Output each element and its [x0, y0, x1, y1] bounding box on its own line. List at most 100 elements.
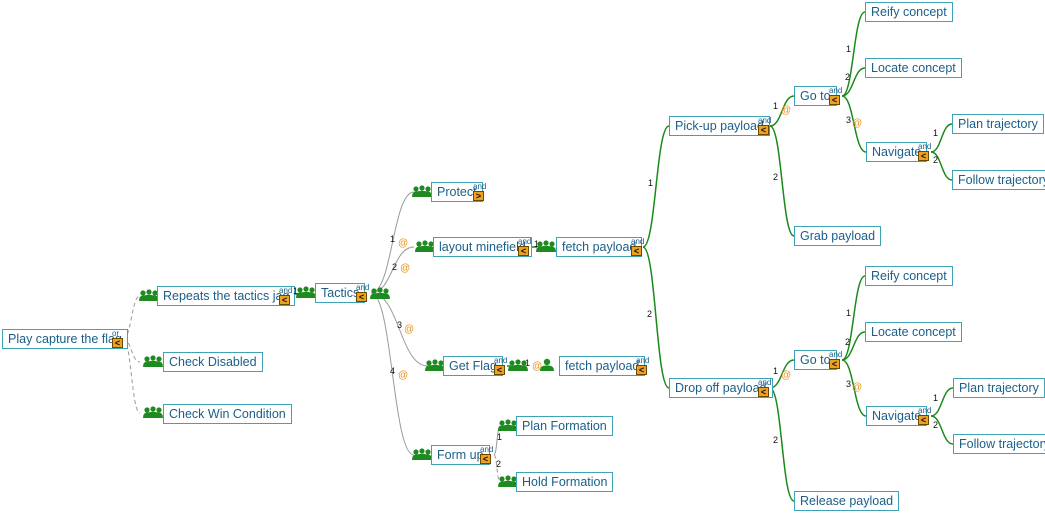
edge-order-label: 1 [846, 44, 852, 54]
edge-formup-hold [493, 454, 501, 483]
node-pick-up-payload[interactable]: Pick-up payload [669, 116, 770, 136]
collapse-toggle-icon[interactable]: < [112, 338, 123, 348]
edge-order-label: 3 [397, 320, 403, 330]
edge-goto1-locate [841, 67, 866, 97]
people-group-icon [412, 448, 432, 460]
edge-order-label: 3 [846, 379, 852, 389]
node-plan-formation[interactable]: Plan Formation [516, 416, 613, 436]
collapse-toggle-icon[interactable]: < [758, 387, 769, 397]
people-group-icon [139, 289, 159, 301]
node-locate-concept-1[interactable]: Locate concept [865, 58, 962, 78]
people-group-icon [498, 475, 518, 487]
op-label: and [758, 378, 772, 387]
edge-order-label: 2 [392, 262, 398, 272]
collapse-toggle-icon[interactable]: < [918, 151, 929, 161]
edge-tactics-protect [370, 191, 415, 294]
edge-tactics-formup [370, 292, 415, 456]
node-grab-payload[interactable]: Grab payload [794, 226, 882, 246]
node-locate-concept-2[interactable]: Locate concept [865, 322, 962, 342]
node-play-capture-the-flag[interactable]: Play capture the flag [2, 329, 128, 349]
collapse-toggle-icon[interactable]: < [918, 415, 929, 425]
collapse-toggle-icon[interactable]: < [356, 292, 367, 302]
collapse-toggle-icon[interactable]: < [829, 359, 840, 369]
op-label: and [829, 350, 843, 359]
edge-order-label: 1 [773, 366, 779, 376]
node-go-to-1[interactable]: Go to [794, 86, 837, 106]
op-label: and [356, 283, 370, 292]
people-group-icon [370, 287, 390, 299]
edge-order-label: 1 [293, 286, 299, 296]
node-form-up[interactable]: Form up [431, 445, 490, 465]
person-icon [540, 358, 554, 371]
node-fetch-payload-2[interactable]: fetch payload [559, 356, 646, 376]
marker-at-sign: @ [398, 370, 409, 381]
node-layout-minefield[interactable]: layout minefield [433, 237, 532, 257]
node-repeats-tactics-jag[interactable]: Repeats the tactics jag [157, 286, 296, 306]
edge-order-label: 2 [933, 420, 939, 430]
collapse-toggle-icon[interactable]: > [473, 191, 484, 201]
people-group-icon [508, 359, 528, 371]
edge-order-label: 2 [845, 337, 851, 347]
marker-at-sign: @ [400, 263, 411, 274]
marker-at-sign: @ [781, 370, 792, 381]
node-plan-trajectory-1[interactable]: Plan trajectory [952, 114, 1044, 134]
edge-goto2-reify [841, 275, 866, 361]
edge-order-label: 2 [845, 72, 851, 82]
node-release-payload[interactable]: Release payload [794, 491, 900, 511]
node-reify-concept-1[interactable]: Reify concept [865, 2, 953, 22]
people-group-icon [296, 286, 316, 298]
edge-order-label: 1 [648, 178, 654, 188]
edge-tactics-layout [370, 246, 415, 294]
collapse-toggle-icon[interactable]: < [758, 125, 769, 135]
op-label: and [631, 237, 645, 246]
edge-nav1-plan [930, 123, 953, 153]
collapse-toggle-icon[interactable]: < [494, 365, 505, 375]
edge-order-label: 4 [390, 366, 396, 376]
node-get-flag[interactable]: Get Flag [443, 356, 503, 376]
collapse-toggle-icon[interactable]: < [829, 95, 840, 105]
edge-pickup-goto [769, 95, 795, 127]
node-check-win-condition[interactable]: Check Win Condition [163, 404, 292, 424]
node-navigate-2[interactable]: Navigate [866, 406, 928, 426]
people-group-icon [498, 419, 518, 431]
marker-at-sign: @ [781, 105, 792, 116]
marker-at-sign: @ [404, 324, 415, 335]
node-check-disabled[interactable]: Check Disabled [163, 352, 263, 372]
op-label: and [918, 142, 932, 151]
people-group-icon [415, 240, 435, 252]
node-navigate-1[interactable]: Navigate [866, 142, 928, 162]
collapse-toggle-icon[interactable]: < [631, 246, 642, 256]
edge-goto1-reify [841, 11, 866, 97]
collapse-toggle-icon[interactable]: < [636, 365, 647, 375]
node-fetch-payload-1[interactable]: fetch payload [556, 237, 643, 257]
op-label: and [829, 86, 843, 95]
people-group-icon [143, 406, 163, 418]
people-group-icon [425, 359, 445, 371]
edge-goto2-locate [841, 331, 866, 361]
node-follow-trajectory-2[interactable]: Follow trajectory [953, 434, 1045, 454]
edge-nav2-plan [930, 387, 954, 417]
edge-order-label: 1 [534, 239, 540, 249]
edge-order-label: 2 [773, 435, 779, 445]
node-hold-formation[interactable]: Hold Formation [516, 472, 614, 492]
edge-pickup-grab [769, 125, 795, 237]
collapse-toggle-icon[interactable]: < [279, 295, 290, 305]
edge-goto1-navigate [841, 95, 867, 153]
people-group-icon [143, 355, 163, 367]
edge-order-label: 2 [933, 155, 939, 165]
marker-at-sign: @ [398, 238, 409, 249]
edge-order-label: 1 [933, 128, 939, 138]
node-follow-trajectory-1[interactable]: Follow trajectory [952, 170, 1045, 190]
collapse-toggle-icon[interactable]: < [518, 246, 529, 256]
edge-order-label: 1 [525, 358, 531, 368]
edge-order-label: 2 [647, 309, 653, 319]
node-go-to-2[interactable]: Go to [794, 350, 837, 370]
node-drop-off-payload[interactable]: Drop off payload [669, 378, 773, 398]
node-protect[interactable]: Protect [431, 182, 483, 202]
node-plan-trajectory-2[interactable]: Plan trajectory [953, 378, 1045, 398]
edge-order-label: 3 [846, 115, 852, 125]
node-reify-concept-2[interactable]: Reify concept [865, 266, 953, 286]
collapse-toggle-icon[interactable]: < [480, 454, 491, 464]
